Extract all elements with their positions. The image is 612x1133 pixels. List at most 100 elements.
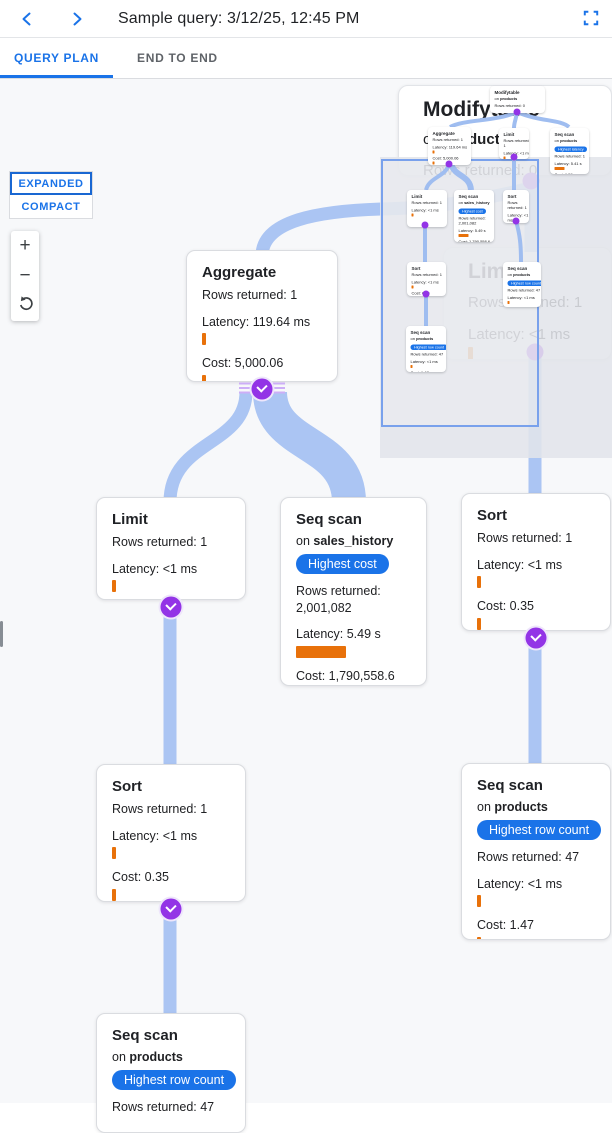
node-metric: Rows returned: 1 <box>504 139 530 149</box>
collapse-button-sort-right[interactable] <box>526 628 547 649</box>
node-metric: Cost: 0.35 <box>477 598 595 615</box>
node-title: Seq scan <box>296 511 411 528</box>
node-metric: Latency: <1 ms <box>508 296 542 301</box>
collapse-button-aggregate[interactable] <box>252 379 273 400</box>
node-title: Seq scan <box>112 1027 230 1044</box>
metric-bar <box>477 576 481 588</box>
node-badge: Highest cost <box>459 209 487 215</box>
node-badge: Highest row count <box>508 281 542 287</box>
node-badge: Highest latency <box>555 147 588 153</box>
plan-node-seq-scan-products-right[interactable]: Seq scan on productsHighest row countRows… <box>461 763 611 940</box>
node-metric: Latency: <1 ms <box>477 557 595 574</box>
node-metric: Rows returned: 1 <box>412 201 448 206</box>
minimap-collapse-dot <box>511 154 518 161</box>
node-metric: Rows returned: 47 <box>411 352 447 357</box>
node-title: Seq scan <box>555 132 590 137</box>
node-metric: Rows returned: 1 <box>508 201 530 211</box>
node-table-name: on products <box>477 800 595 814</box>
node-badge: Highest row count <box>477 820 601 840</box>
node-title: Aggregate <box>433 131 472 136</box>
tab-bar: QUERY PLAN END TO END <box>0 38 612 79</box>
plan-node-seq-scan-products-bottom[interactable]: Seq scan on productsHighest row countRows… <box>96 1013 246 1133</box>
node-title: Limit <box>112 511 230 528</box>
metric-bar <box>411 365 413 368</box>
mini-plan-node-seq-scan-sales-history: Seq scanon sales_historyHighest costRows… <box>454 190 494 242</box>
node-metric: Rows returned: 0 <box>495 104 546 109</box>
node-table-name: on products <box>411 337 447 342</box>
plus-icon: + <box>19 232 30 260</box>
chevron-right-icon <box>69 11 85 27</box>
node-metric: Rows returned: 1 <box>112 801 230 818</box>
minimap-collapse-dot <box>513 218 520 225</box>
plan-node-sort-left[interactable]: SortRows returned: 1Latency: <1 msCost: … <box>96 764 246 902</box>
metric-bar <box>112 847 116 859</box>
expanded-button[interactable]: EXPANDED <box>10 172 92 195</box>
zoom-in-button[interactable]: + <box>11 231 39 261</box>
fullscreen-button[interactable] <box>578 6 604 32</box>
metric-bar <box>477 618 481 630</box>
node-table-name: on sales_history <box>296 534 411 548</box>
metric-bar <box>508 301 510 304</box>
node-metric: Rows returned: 1 <box>477 530 595 547</box>
node-metric: Latency: <1 ms <box>477 876 595 893</box>
node-metric: Latency: 5.49 s <box>296 626 411 643</box>
collapse-button-limit[interactable] <box>161 597 182 618</box>
node-metric: Rows returned: 2,001,082 <box>296 583 411 616</box>
left-scrollbar-thumb[interactable] <box>0 621 3 647</box>
metric-bar <box>477 937 481 941</box>
metric-bar <box>412 286 414 289</box>
plan-node-sort-right[interactable]: SortRows returned: 1 Latency: <1 ms Cost: … <box>461 493 611 631</box>
node-title: Sort <box>477 507 595 524</box>
node-metric: Rows returned: 1 <box>112 534 230 551</box>
metric-bar <box>202 375 206 383</box>
tab-end-to-end[interactable]: END TO END <box>121 38 234 78</box>
node-title: Seq scan <box>477 777 595 794</box>
node-metric: Rows returned: 47 <box>112 1099 230 1116</box>
node-table-name: on sales_history <box>459 201 495 206</box>
metric-bar <box>112 889 116 901</box>
node-title: Sort <box>112 778 230 795</box>
mini-plan-node-seq-scan-products-2: Seq scanon productsHighest row countRows… <box>503 262 541 307</box>
plan-node-seq-scan-sales-history[interactable]: Seq scanon sales_historyHighest costRows… <box>280 497 427 686</box>
metric-bar <box>202 333 206 345</box>
node-metric: Latency: <1 ms <box>411 360 447 365</box>
node-title: Seq scan <box>411 330 447 335</box>
title-bar: Sample query: 3/12/25, 12:45 PM <box>0 0 612 38</box>
node-metric: Cost: 1.47 <box>411 371 447 373</box>
minimap-collapse-dot <box>422 222 429 229</box>
node-title: Modifytable <box>495 90 546 95</box>
query-plan-canvas[interactable]: Modifytable on products Rows returned: 0 Li… <box>0 78 612 1103</box>
node-table-name: on products <box>555 139 590 144</box>
collapse-button-sort-left[interactable] <box>161 899 182 920</box>
fullscreen-icon <box>583 10 599 29</box>
minimap-collapse-dot <box>446 161 453 168</box>
reset-view-button[interactable] <box>11 291 39 321</box>
node-metric: Latency: 5.41 s <box>555 162 590 167</box>
node-table-name: on products <box>112 1050 230 1064</box>
forward-button[interactable] <box>62 4 92 34</box>
reset-view-icon <box>18 292 33 320</box>
node-metric: Rows returned: 47 <box>477 849 595 866</box>
node-metric: Cost: 1.47 <box>477 917 595 934</box>
node-title: Seq scan <box>459 194 495 199</box>
node-metric: Cost: 1.59 <box>555 173 590 175</box>
node-metric: Cost: 0.35 <box>112 869 230 886</box>
tab-query-plan[interactable]: QUERY PLAN <box>0 38 113 78</box>
node-badge: Highest row count <box>112 1070 236 1090</box>
zoom-controls: + − <box>11 231 39 321</box>
metric-bar <box>433 151 435 154</box>
node-title: Limit <box>504 132 530 137</box>
minus-icon: − <box>19 262 30 290</box>
metric-bar <box>477 895 481 907</box>
node-metric: Cost: 1,790,558.6 <box>459 240 495 243</box>
back-button[interactable] <box>12 4 42 34</box>
node-title: Sort <box>508 194 530 199</box>
minimap-collapse-dot <box>514 109 521 116</box>
plan-node-aggregate[interactable]: AggregateRows returned: 1Latency: 119.64… <box>186 250 338 382</box>
zoom-out-button[interactable]: − <box>11 261 39 291</box>
plan-node-limit[interactable]: LimitRows returned: 1Latency: <1 ms <box>96 497 246 600</box>
node-title: Seq scan <box>508 266 542 271</box>
compact-button[interactable]: COMPACT <box>10 195 92 218</box>
mini-plan-node-seq-scan-products-3: Seq scanon productsHighest row countRows… <box>406 326 446 372</box>
node-metric: Latency: <1 ms <box>412 208 448 213</box>
